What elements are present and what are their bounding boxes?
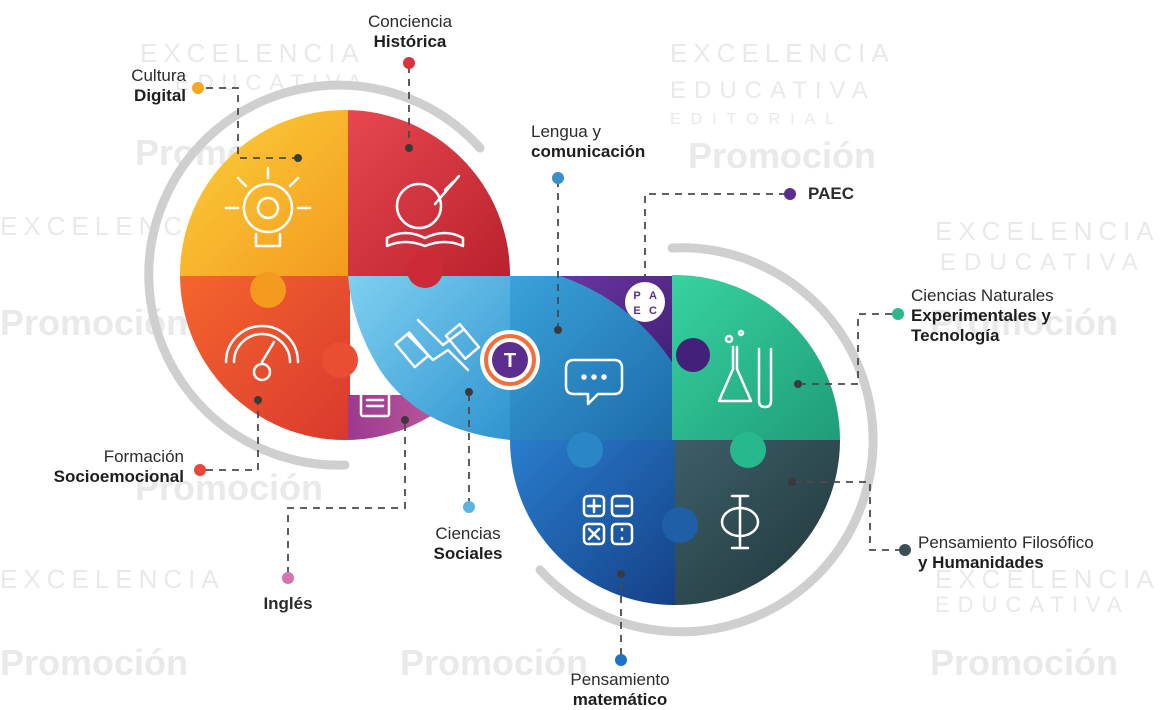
english-book-icon [359,390,391,418]
dot-sociales [463,501,475,513]
handshake-icon [394,318,481,372]
watermark-promo-2: Promoción [688,135,876,176]
paec-badge: P A E C [625,282,665,322]
label-formacion-socioemocional: Formación Socioemocional [8,447,184,487]
puzzle-knobs [250,252,766,543]
watermark-text-10: EDUCATIVA [935,592,1130,617]
dot-cultura [192,82,204,94]
watermark-promo-6: Promoción [400,642,588,683]
dot-naturales [892,308,904,320]
watermark-promo-5: Promoción [135,467,323,508]
label-historica-line2: Histórica [373,32,447,51]
label-cultura-line2: Digital [134,86,186,105]
label-naturales-line1: Ciencias Naturales [911,286,1054,305]
label-conciencia-historica: Conciencia Histórica [340,12,480,52]
leader-paec [644,193,786,276]
watermark: EXCELENCIA EDUCATIVA Promoción EXCELENCI… [0,38,1160,683]
phi-symbol-icon [720,494,760,550]
label-dots [192,57,911,666]
paec-letter-e: E [633,305,640,317]
piece-pensamiento-filosofico[interactable] [672,440,847,610]
watermark-text-7: EDUCATIVA [940,249,1146,276]
leader-endpoints [254,144,802,578]
watermark-text-11: EXCELENCIA [0,564,225,594]
label-ingles: Inglés [263,594,313,613]
label-pensamiento-filosofico: Pensamiento Filosófico y Humanidades [918,533,1094,573]
label-filosofico-line1: Pensamiento Filosófico [918,533,1094,552]
gauge-heart-icon [224,324,300,382]
label-lengua-line1: Lengua y [531,122,601,141]
label-cultura-line1: Cultura [131,66,186,85]
right-outer-arc [535,243,878,637]
dot-ingles [282,572,294,584]
label-matematico-line2: matemático [572,690,668,709]
piece-ciencias-sociales-curve [510,276,672,440]
label-matematico-line1: Pensamiento [570,670,670,689]
piece-conciencia-historica[interactable] [348,110,518,278]
paec-letter-c: C [649,305,657,317]
label-formacion-line2: Socioemocional [53,467,184,486]
watermark-text-6: EXCELENCIA [935,216,1160,246]
center-logo: T [480,330,540,390]
watermark-text-4: EDUCATIVA [670,77,876,104]
center-logo-letter: T [504,350,516,372]
dot-paec [784,188,796,200]
watermark-promo-3: Promoción [930,302,1118,343]
dot-matematico [615,654,627,666]
lightbulb-gear-icon [224,166,312,248]
label-historica-line1: Conciencia [367,12,453,31]
dot-historica [403,57,415,69]
label-sociales-line2: Sociales [433,544,503,563]
leader-naturales [798,313,892,385]
label-cultura-digital: Cultura Digital [100,66,186,106]
watermark-text-5: EDITORIAL [670,111,844,128]
leader-formacion [206,400,259,471]
label-paec: PAEC [808,184,854,203]
leader-filosofico [792,481,902,551]
dot-filosofico [899,544,911,556]
chat-bubbles-icon [564,358,624,406]
paec-letter-a: A [649,290,657,302]
dot-lengua [552,172,564,184]
math-symbols-icon [582,494,634,546]
label-sociales-line1: Ciencias [435,524,501,543]
label-filosofico-line2: y Humanidades [918,553,1044,572]
dot-formacion [194,464,206,476]
watermark-text-9: EXCELENCIA [935,564,1160,594]
paec-letter-p: P [633,290,640,302]
watermark-text-8: EXCELENCIA [0,211,225,241]
outer-arcs [144,80,878,637]
icons [224,166,773,550]
label-naturales-line3: Tecnología [911,326,1000,345]
label-pensamiento-matematico: Pensamiento matemático [535,670,705,710]
watermark-text-1: EXCELENCIA [140,38,365,68]
label-ciencias-naturales: Ciencias Naturales Experimentales y Tecn… [911,286,1054,346]
label-ciencias-sociales: Ciencias Sociales [408,524,528,564]
watermark-promo-7: Promoción [930,642,1118,683]
leader-cultura [206,87,298,159]
watermark-text-3: EXCELENCIA [670,38,895,68]
left-outer-arc [144,80,485,470]
flask-icon [717,329,773,409]
label-formacion-line1: Formación [103,447,184,466]
history-book-quill-icon [385,174,465,248]
leader-lines [206,66,902,655]
watermark-promo-8: Promoción [0,642,188,683]
label-naturales-line2: Experimentales y [911,306,1051,325]
leader-ingles [287,420,406,574]
label-lengua-line2: comunicación [531,142,646,161]
label-lengua-comunicacion: Lengua y comunicación [531,122,645,162]
